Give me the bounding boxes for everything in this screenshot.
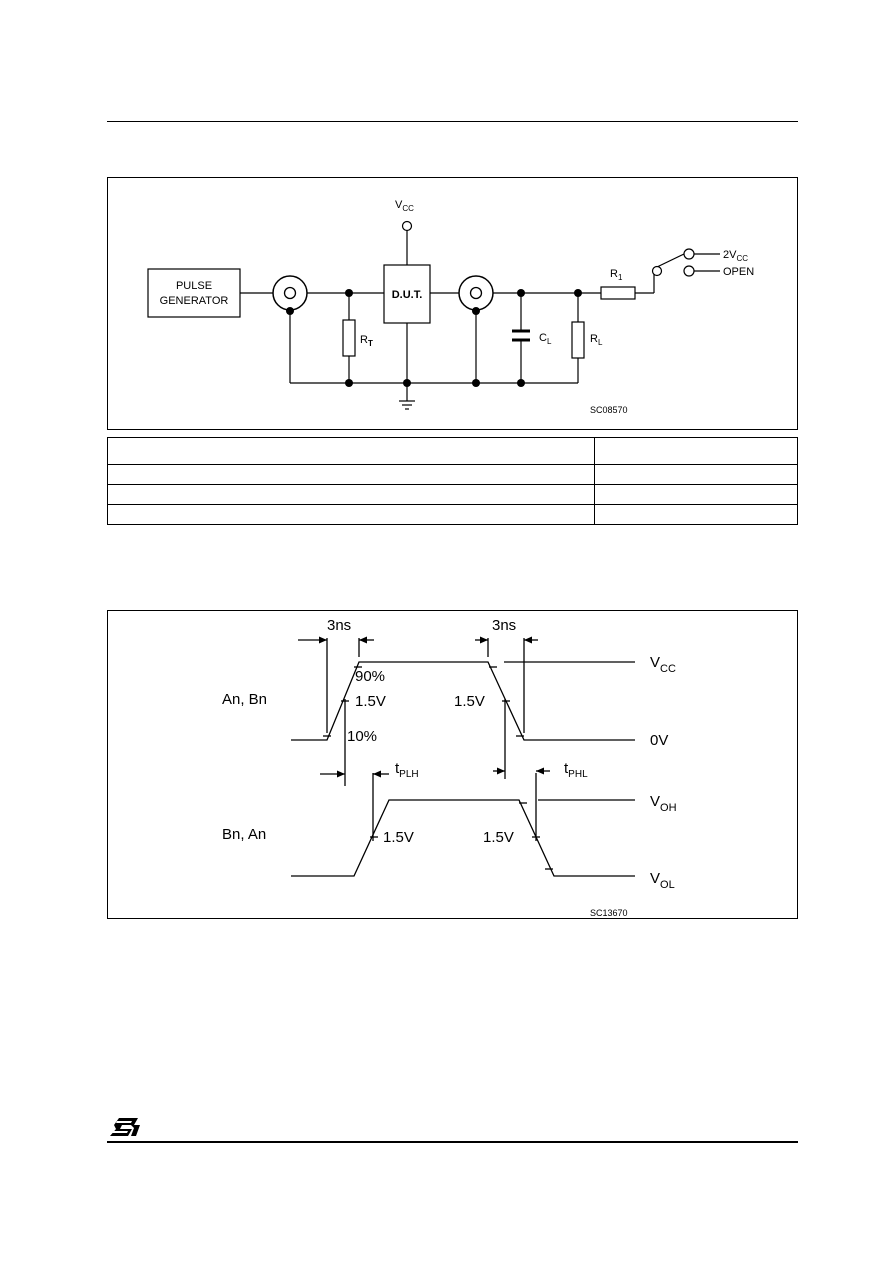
voh-level-label: VOH bbox=[650, 793, 677, 814]
table-cell bbox=[594, 464, 798, 485]
coax-connector-right-icon bbox=[458, 275, 494, 311]
tplh-label: tPLH bbox=[395, 760, 419, 780]
pulse-generator-box bbox=[147, 268, 241, 318]
table-cell bbox=[594, 504, 798, 525]
rl-resistor bbox=[571, 321, 585, 359]
switch-terminal-2vcc-icon bbox=[683, 248, 695, 260]
switch-open-label: OPEN bbox=[723, 266, 754, 278]
rl-label: RL bbox=[590, 333, 603, 347]
v15-input-fall-label: 1.5V bbox=[454, 693, 485, 710]
r1-resistor bbox=[600, 286, 636, 300]
v15-input-rise-label: 1.5V bbox=[355, 693, 386, 710]
test-conditions-table bbox=[107, 437, 798, 525]
vcc-terminal-icon bbox=[401, 220, 413, 232]
footer-rule bbox=[107, 1141, 798, 1143]
table-cell bbox=[107, 464, 595, 485]
table-cell bbox=[107, 484, 595, 505]
table-row bbox=[107, 504, 798, 525]
table-cell bbox=[594, 484, 798, 505]
pulse-generator-label-line1: PULSE bbox=[176, 280, 212, 292]
pct-10-label: 10% bbox=[347, 728, 377, 745]
table-row bbox=[107, 437, 798, 465]
table-cell bbox=[107, 437, 595, 465]
input-waveform bbox=[291, 661, 635, 741]
switch-2vcc-label: 2VCC bbox=[723, 249, 748, 263]
switch-pivot-icon bbox=[651, 265, 663, 277]
pulse-generator-label-line2: GENERATOR bbox=[160, 295, 229, 307]
output-signal-label: Bn, An bbox=[222, 826, 266, 843]
switch-terminal-open-icon bbox=[683, 265, 695, 277]
waveform-panel: 3ns 3ns An, Bn Bn, An 90% 10% 1.5V 1.5V … bbox=[107, 610, 798, 919]
rt-resistor bbox=[342, 319, 356, 357]
vcc-level-label: VCC bbox=[650, 654, 676, 675]
waveform-figure-code: SC13670 bbox=[590, 908, 628, 918]
test-circuit-panel: PULSE GENERATOR D.U.T. VCC RT CL RL R1 2… bbox=[107, 177, 798, 430]
coax-connector-left-icon bbox=[272, 275, 308, 311]
table-row bbox=[107, 464, 798, 485]
fall-time-label: 3ns bbox=[492, 617, 516, 634]
table-cell bbox=[107, 504, 595, 525]
v15-output-fall-label: 1.5V bbox=[483, 829, 514, 846]
vcc-label: VCC bbox=[395, 199, 414, 213]
rt-label: RT bbox=[360, 334, 373, 348]
header-rule bbox=[107, 121, 798, 122]
table-cell bbox=[594, 437, 798, 465]
st-logo bbox=[110, 1118, 140, 1136]
rise-time-label: 3ns bbox=[327, 617, 351, 634]
v15-output-rise-label: 1.5V bbox=[383, 829, 414, 846]
cl-label: CL bbox=[539, 332, 552, 346]
vol-level-label: VOL bbox=[650, 870, 675, 891]
waveform-diagram: 3ns 3ns An, Bn Bn, An 90% 10% 1.5V 1.5V … bbox=[222, 617, 677, 918]
dut-label: D.U.T. bbox=[392, 289, 423, 301]
junction-dots bbox=[286, 289, 582, 387]
r1-label: R1 bbox=[610, 268, 623, 282]
pct-90-label: 90% bbox=[355, 668, 385, 685]
input-signal-label: An, Bn bbox=[222, 691, 267, 708]
table-row bbox=[107, 484, 798, 505]
tphl-label: tPHL bbox=[564, 760, 588, 780]
output-waveform bbox=[291, 799, 635, 877]
test-circuit-diagram: PULSE GENERATOR D.U.T. VCC RT CL RL R1 2… bbox=[147, 199, 754, 415]
circuit-figure-code: SC08570 bbox=[590, 405, 628, 415]
zero-v-level-label: 0V bbox=[650, 732, 668, 749]
